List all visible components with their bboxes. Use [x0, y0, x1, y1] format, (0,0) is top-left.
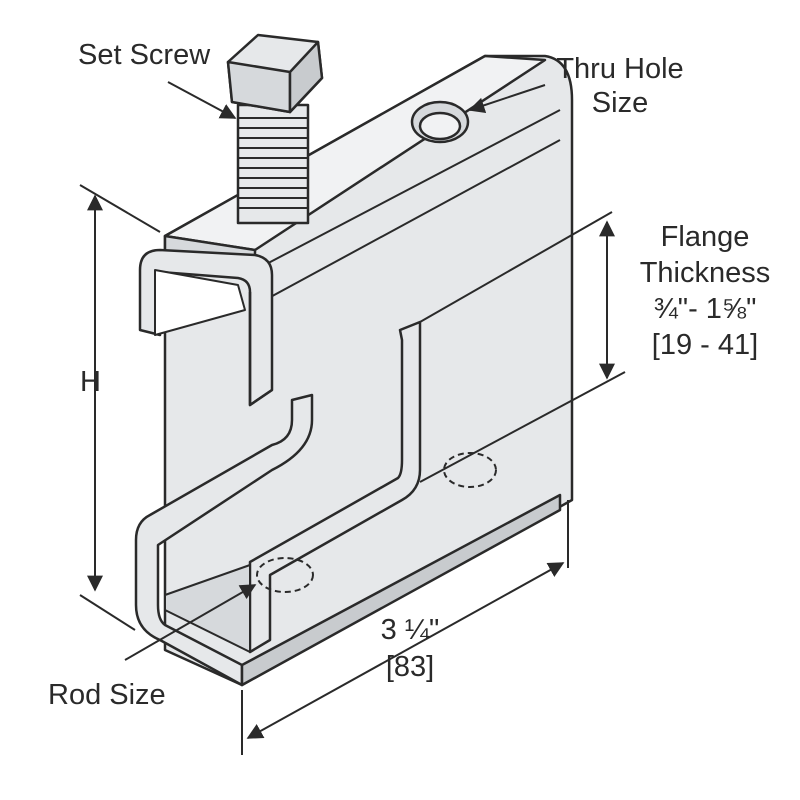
flange-label-line3: ¾"- 1⅝"	[653, 293, 757, 325]
set-screw-label: Set Screw	[78, 39, 211, 71]
width-dimension	[246, 562, 565, 739]
width-label-imperial: 3 ¼"	[380, 614, 440, 646]
height-ext-bottom	[79, 594, 136, 631]
flange-ext-top	[419, 211, 613, 323]
thru-hole	[410, 100, 470, 144]
flange-ext-bottom	[419, 371, 626, 483]
set-screw-leader	[167, 81, 237, 119]
width-label-metric: [83]	[385, 651, 435, 683]
thru-hole-label-line2: Size	[591, 87, 649, 119]
rod-size-leader	[124, 584, 257, 661]
set-screw	[226, 33, 324, 225]
height-ext-top	[79, 184, 161, 233]
thru-hole-leader	[468, 84, 546, 114]
flange-label-line2: Thickness	[639, 257, 771, 289]
flange-label-line1: Flange	[660, 221, 750, 253]
thru-hole-label-line1: Thru Hole	[556, 53, 684, 85]
flange-label-line4: [19 - 41]	[651, 329, 759, 361]
rod-size-label: Rod Size	[48, 679, 166, 711]
clamp-upper-jaw	[138, 248, 274, 407]
height-label: H	[80, 366, 101, 398]
dimension-lines	[79, 81, 626, 755]
